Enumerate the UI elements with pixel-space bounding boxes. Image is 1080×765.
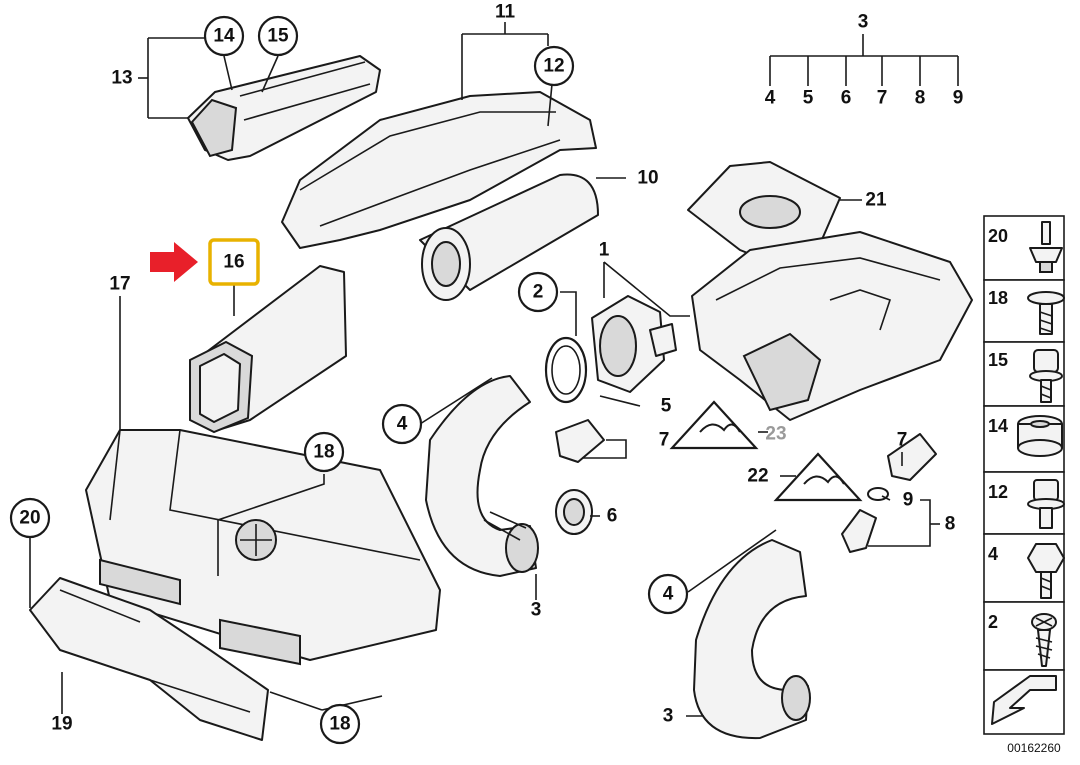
label-part-7-left: 7 <box>659 430 670 451</box>
socket-screw-icon <box>1029 349 1063 403</box>
label-part-20: 20 <box>19 508 40 529</box>
label-part-12: 12 <box>543 56 564 77</box>
label-part-11: 11 <box>495 2 516 23</box>
label-part-19: 19 <box>51 714 72 735</box>
label-part-6: 6 <box>607 506 618 527</box>
callout-18-lower: 18 <box>319 703 361 745</box>
label-part-4b: 4 <box>663 584 674 605</box>
legend-num-2: 2 <box>988 612 998 632</box>
reference-code: 00162260 <box>1007 741 1061 755</box>
legend-num-20: 20 <box>988 226 1008 246</box>
callout-20-left: 20 <box>9 497 51 539</box>
legend-num-4: 4 <box>988 544 998 564</box>
hex-bolt-icon <box>1027 543 1065 599</box>
leader-lines <box>29 22 959 717</box>
intake-hose-part-3-left <box>425 375 539 577</box>
label-group-item-4: 4 <box>765 88 776 109</box>
cover-plate-part-21 <box>687 161 841 263</box>
intake-hose-part-3-right <box>693 539 811 740</box>
intake-snorkel-part-13 <box>187 55 381 161</box>
bellows-part-6 <box>555 489 593 535</box>
callout-15: 15 <box>257 15 299 57</box>
label-part-3-right: 3 <box>663 706 674 727</box>
label-part-3-group: 3 <box>858 12 869 33</box>
collar-screw-icon <box>1027 479 1065 529</box>
callout-4-left: 4 <box>381 403 423 445</box>
intake-duct-part-16 <box>189 265 347 434</box>
callout-2: 2 <box>517 271 559 313</box>
air-filter-element-part-10 <box>419 173 599 301</box>
valve-cover-assembly <box>691 231 973 421</box>
small-hose-part-7-left <box>555 419 605 463</box>
red-arrow-icon <box>150 242 198 282</box>
label-group-item-7: 7 <box>877 88 888 109</box>
small-hose-part-7-right <box>887 433 937 481</box>
o-ring-part-9 <box>867 487 889 501</box>
continuation-arrow-icon <box>991 675 1057 725</box>
label-part-1: 1 <box>599 240 610 261</box>
highlight-box-part-16: 16 <box>208 238 260 286</box>
legend-num-14: 14 <box>988 416 1008 436</box>
label-part-7-right: 7 <box>897 430 908 451</box>
label-part-18: 18 <box>313 442 334 463</box>
callout-4-right: 4 <box>647 573 689 615</box>
label-part-21: 21 <box>865 190 887 211</box>
label-group-item-8: 8 <box>915 88 926 109</box>
label-group-item-9: 9 <box>953 88 964 109</box>
label-group-item-6: 6 <box>841 88 852 109</box>
expanding-rivet-icon <box>1027 291 1065 335</box>
label-part-4: 4 <box>397 414 408 435</box>
label-part-22: 22 <box>747 466 768 487</box>
label-part-2: 2 <box>533 282 544 303</box>
label-part-9-right: 9 <box>903 490 914 511</box>
label-part-8-right: 8 <box>945 514 956 535</box>
callout-14: 14 <box>203 15 245 57</box>
callout-12: 12 <box>533 45 575 87</box>
callout-18-upper: 18 <box>303 431 345 473</box>
label-group-item-5: 5 <box>803 88 814 109</box>
label-part-16: 16 <box>223 252 244 273</box>
warning-label-part-22 <box>773 452 863 502</box>
connector-part-8 <box>841 509 877 553</box>
rivet-icon <box>1029 221 1063 273</box>
fastener-legend: 20 18 15 14 12 4 2 <box>983 215 1065 735</box>
label-part-13: 13 <box>111 68 132 89</box>
label-part-23: 23 <box>765 424 786 445</box>
air-filter-housing-upper-part-11 <box>281 91 597 249</box>
label-part-18b: 18 <box>329 714 350 735</box>
label-part-5: 5 <box>661 396 672 417</box>
legend-num-12: 12 <box>988 482 1008 502</box>
label-part-3-left: 3 <box>531 600 542 621</box>
label-part-14: 14 <box>213 26 235 47</box>
warning-label-part-23 <box>669 400 759 450</box>
label-part-15: 15 <box>267 26 289 47</box>
label-part-17: 17 <box>109 274 130 295</box>
self-tapping-screw-icon <box>1031 613 1057 667</box>
air-filter-housing-lower-part-17 <box>85 429 441 666</box>
throttle-body-part-1 <box>591 295 677 393</box>
legend-num-18: 18 <box>988 288 1008 308</box>
legend-num-15: 15 <box>988 350 1008 370</box>
gasket-ring-part-2 <box>544 336 588 404</box>
bottom-duct-part-19 <box>29 577 269 741</box>
label-part-10: 10 <box>637 168 658 189</box>
grommet-icon <box>1017 415 1063 457</box>
